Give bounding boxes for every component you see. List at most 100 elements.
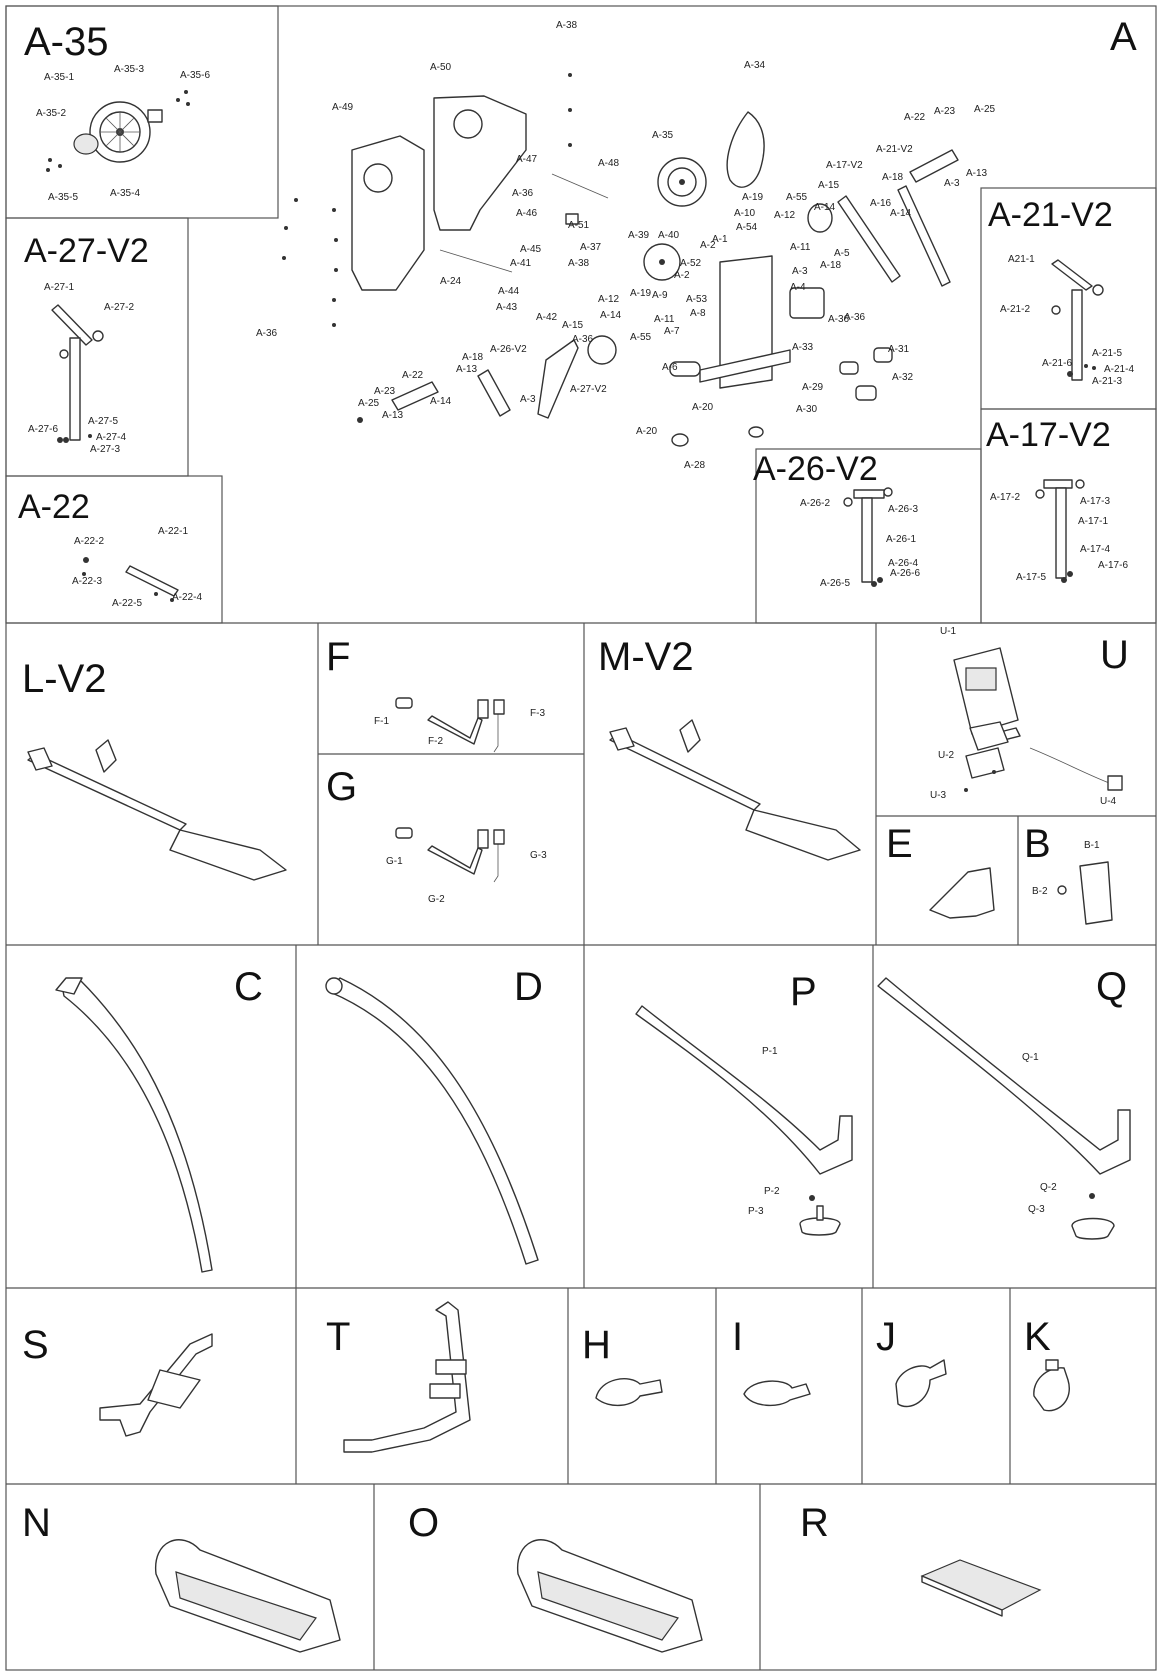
- label-b-1: B-1: [1084, 840, 1100, 851]
- label-a17-6: A-17-6: [1098, 560, 1128, 571]
- i-part-drawing: [743, 1380, 811, 1407]
- label-main-a21v2: A-21-V2: [876, 144, 913, 155]
- label-a21-1: A21-1: [1008, 254, 1035, 265]
- label-main-a13-mid: A-13: [456, 364, 478, 375]
- label-main-a45: A-45: [520, 244, 542, 255]
- s-part-drawing: [99, 1333, 213, 1437]
- label-q-2: Q-2: [1040, 1182, 1057, 1193]
- label-main-a36-c: A-36: [844, 312, 866, 323]
- label-main-a48: A-48: [598, 158, 620, 169]
- label-main-a6: A-6: [662, 362, 678, 373]
- title-q: Q: [1096, 965, 1127, 1009]
- label-main-a49: A-49: [332, 102, 354, 113]
- label-a35-6: A-35-6: [180, 70, 210, 81]
- label-main-a41: A-41: [510, 258, 532, 269]
- label-a17-3: A-17-3: [1080, 496, 1110, 507]
- label-main-a13-low: A-13: [382, 410, 404, 421]
- label-a27-5: A-27-5: [88, 416, 118, 427]
- label-main-a30: A-30: [796, 404, 818, 415]
- title-t: T: [326, 1315, 350, 1359]
- title-a22: A-22: [18, 488, 90, 526]
- label-main-a17v2: A-17-V2: [826, 160, 863, 171]
- title-n: N: [22, 1501, 51, 1545]
- label-main-a3-top: A-3: [944, 178, 960, 189]
- label-p-3: P-3: [748, 1206, 764, 1217]
- label-main-a40: A-40: [658, 230, 680, 241]
- d-handle-drawing: [325, 977, 539, 1265]
- section-titles: A A-35 A-27-V2 A-22 A-21-V2 A-17-V2 A-26…: [18, 15, 1137, 1545]
- label-a21-2: A-21-2: [1000, 304, 1030, 315]
- title-e: E: [886, 822, 913, 866]
- label-b-2: B-2: [1032, 886, 1048, 897]
- label-f-1: F-1: [374, 716, 389, 727]
- title-m: M-V2: [598, 635, 694, 679]
- label-main-a44: A-44: [498, 286, 520, 297]
- label-a21-4: A-21-4: [1104, 364, 1134, 375]
- label-main-a27v2: A-27-V2: [570, 384, 607, 395]
- label-main-a18-top: A-18: [882, 172, 904, 183]
- label-a35-4: A-35-4: [110, 188, 140, 199]
- j-part-drawing: [895, 1359, 947, 1408]
- e-part-drawing: [929, 867, 995, 919]
- label-main-a20-left: A-20: [636, 426, 658, 437]
- label-main-a9: A-9: [652, 290, 668, 301]
- label-g-2: G-2: [428, 894, 445, 905]
- k-part-drawing: [1033, 1359, 1070, 1412]
- label-main-a1: A-1: [712, 234, 728, 245]
- label-q-1: Q-1: [1022, 1052, 1039, 1063]
- label-main-a4: A-4: [790, 282, 806, 293]
- label-p-1: P-1: [762, 1046, 778, 1057]
- label-main-a31: A-31: [888, 344, 910, 355]
- main-assembly-drawing: A-38 A-34 A-50 A-49 A-35 A-22 A-23 A-25 …: [256, 20, 996, 471]
- label-main-a13-top: A-13: [966, 168, 988, 179]
- label-main-a18-mid: A-18: [820, 260, 842, 271]
- label-main-a55-low: A-55: [630, 332, 652, 343]
- label-u-4: U-4: [1100, 796, 1117, 807]
- label-main-a3-low: A-3: [520, 394, 536, 405]
- label-main-a50: A-50: [430, 62, 452, 73]
- label-main-a36-d: A-36: [828, 314, 850, 325]
- label-q-3: Q-3: [1028, 1204, 1045, 1215]
- label-u-2: U-2: [938, 750, 955, 761]
- title-i: I: [732, 1315, 743, 1359]
- b-part-drawing: B-1 B-2: [1032, 840, 1113, 925]
- p-handle-drawing: P-1 P-2 P-3: [635, 1005, 853, 1236]
- label-main-a18-low: A-18: [462, 352, 484, 363]
- label-main-a29: A-29: [802, 382, 824, 393]
- label-main-a19-low: A-19: [630, 288, 652, 299]
- label-main-a52: A-52: [680, 258, 702, 269]
- label-main-a42: A-42: [536, 312, 558, 323]
- label-a35-1: A-35-1: [44, 72, 74, 83]
- label-main-a51: A-51: [568, 220, 590, 231]
- label-a35-3: A-35-3: [114, 64, 144, 75]
- title-a21: A-21-V2: [988, 196, 1113, 234]
- label-a26-2: A-26-2: [800, 498, 830, 509]
- label-main-a39: A-39: [628, 230, 650, 241]
- label-main-a54: A-54: [736, 222, 758, 233]
- label-a27-1: A-27-1: [44, 282, 74, 293]
- label-main-a14-top: A-14: [814, 202, 836, 213]
- label-a26-4: A-26-4: [888, 558, 918, 569]
- label-main-a53: A-53: [686, 294, 708, 305]
- label-a22-1: A-22-1: [158, 526, 188, 537]
- label-main-a23-low: A-23: [374, 386, 396, 397]
- label-p-2: P-2: [764, 1186, 780, 1197]
- label-main-a15-low: A-15: [562, 320, 584, 331]
- label-a27-3: A-27-3: [90, 444, 120, 455]
- label-main-a33: A-33: [792, 342, 814, 353]
- label-main-a14-bottom: A-14: [430, 396, 452, 407]
- title-g: G: [326, 765, 357, 809]
- label-main-a12-low: A-12: [598, 294, 620, 305]
- label-main-a22: A-22: [904, 112, 926, 123]
- title-j: J: [876, 1315, 896, 1359]
- label-a27-2: A-27-2: [104, 302, 134, 313]
- g-parts-drawing: G-1 G-3 G-2: [386, 827, 547, 905]
- label-a26-5: A-26-5: [820, 578, 850, 589]
- label-g-1: G-1: [386, 856, 403, 867]
- label-main-a2-top: A-2: [700, 240, 716, 251]
- sheet-frame: [5, 5, 1157, 1671]
- label-main-a14-right: A-14: [890, 208, 912, 219]
- label-a27-4: A-27-4: [96, 432, 126, 443]
- label-a22-2: A-22-2: [74, 536, 104, 547]
